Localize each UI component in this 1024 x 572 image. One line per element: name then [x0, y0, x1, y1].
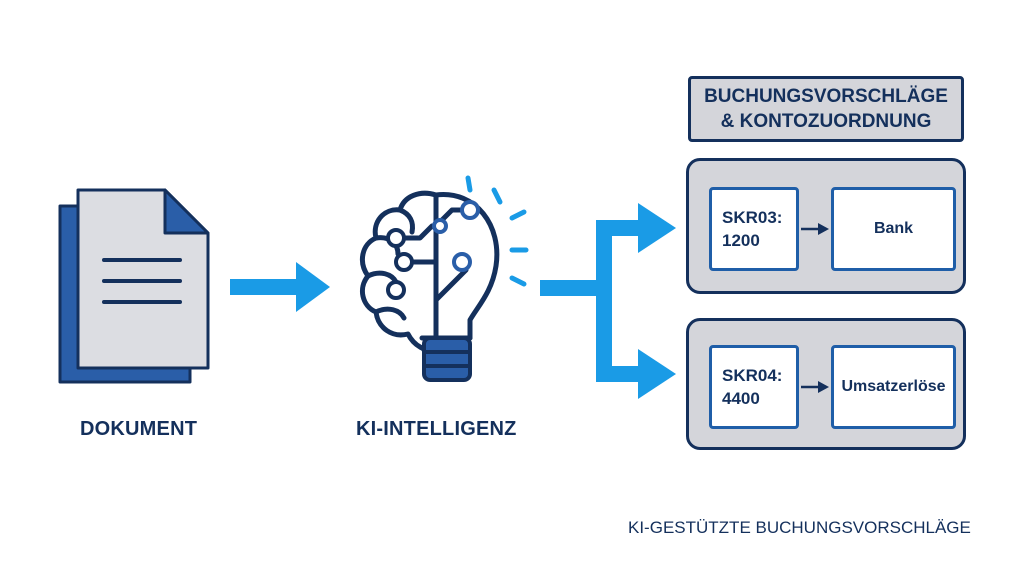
mapping-arrow-icon [801, 381, 829, 393]
chart-code-box-2: SKR04: 4400 [709, 345, 799, 429]
flow-arrow-ai-to-results [540, 203, 676, 399]
account-name-box-2: Umsatzerlöse [831, 345, 956, 429]
document-label: DOKUMENT [80, 418, 198, 440]
document-icon [58, 188, 210, 384]
chart-code-label-2: SKR04: [722, 366, 783, 385]
account-number-2: 4400 [722, 389, 760, 408]
circuit-nodes [386, 200, 480, 300]
account-name-2: Umsatzerlöse [841, 378, 946, 395]
footer-caption: KI-GESTÜTZTE BUCHUNGSVORSCHLÄGE [628, 518, 971, 537]
light-rays [465, 175, 529, 287]
ai-label: KI-INTELLIGENZ [356, 418, 517, 440]
mapping-arrow-icon [801, 223, 829, 235]
account-name-box-1: Bank [831, 187, 956, 271]
flow-arrow-document-to-ai [230, 262, 330, 312]
mapping-group-1: SKR03: 1200 Bank [686, 158, 966, 294]
results-header: BUCHUNGSVORSCHLÄGE & KONTOZUORDNUNG [688, 76, 964, 142]
chart-code-label-1: SKR03: [722, 208, 783, 227]
bulb-base-icon [422, 336, 472, 382]
mapping-group-2: SKR04: 4400 Umsatzerlöse [686, 318, 966, 450]
results-header-line-1: BUCHUNGSVORSCHLÄGE [704, 86, 948, 107]
chart-code-box-1: SKR03: 1200 [709, 187, 799, 271]
results-header-line-2: & KONTOZUORDNUNG [720, 111, 932, 132]
account-name-1: Bank [873, 220, 914, 237]
account-number-1: 1200 [722, 231, 760, 250]
